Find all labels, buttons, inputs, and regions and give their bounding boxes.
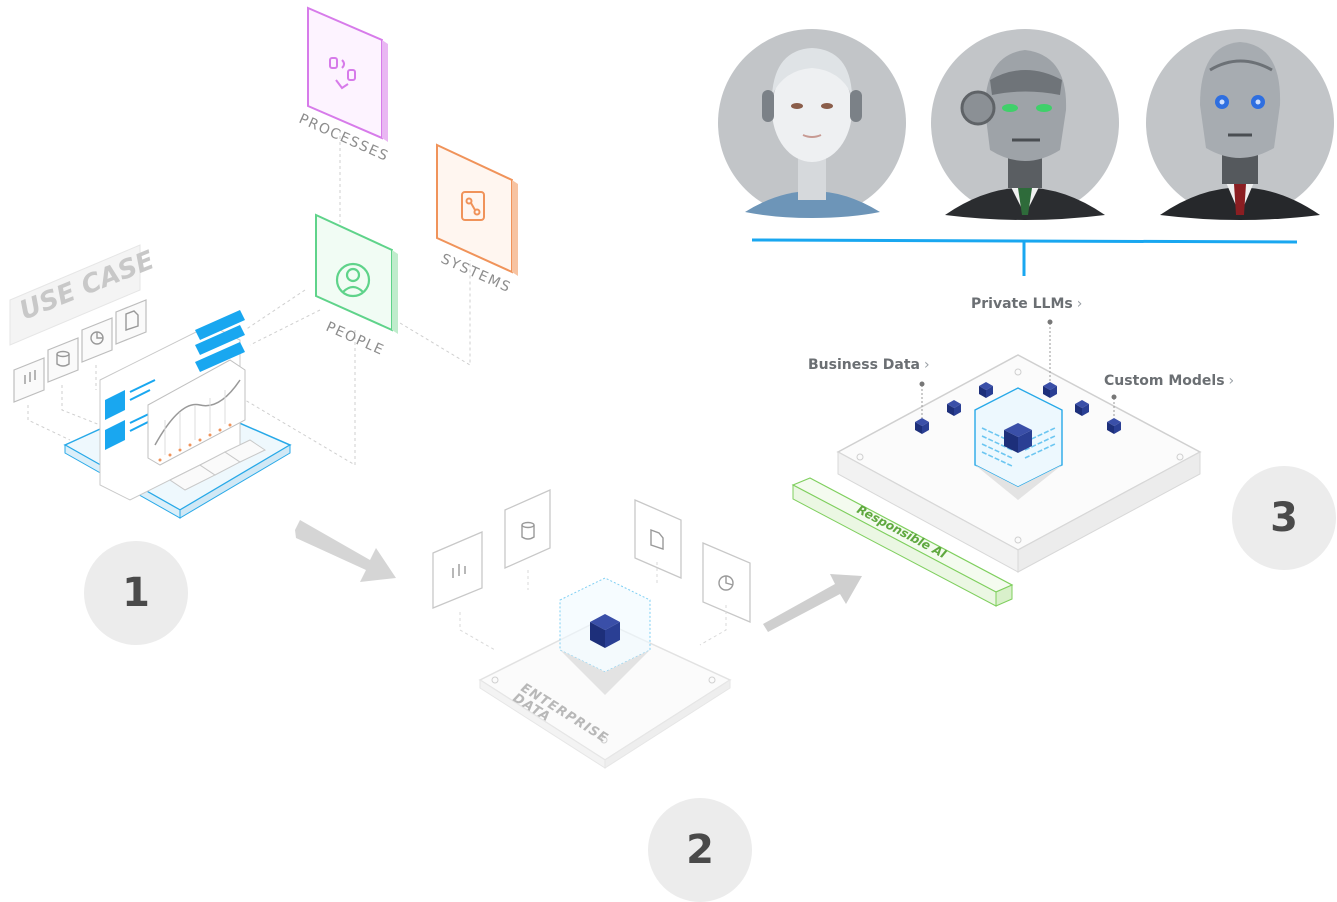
database-icon — [521, 521, 535, 540]
tile-document — [634, 499, 682, 579]
green-eyed-robot-avatar-icon — [945, 50, 1105, 220]
use-case-icon-tiles — [13, 299, 147, 403]
database-icon — [56, 350, 70, 367]
systems-pillar: SYSTEMS — [436, 143, 518, 296]
circuit-icon — [461, 191, 485, 221]
document-icon — [125, 310, 139, 331]
blue-eyed-robot-avatar-icon — [1160, 42, 1320, 220]
robot-avatar-3 — [1146, 29, 1334, 220]
step-3-badge: 3 — [1232, 466, 1336, 570]
pillar-connectors — [244, 130, 471, 466]
chart-icon — [452, 564, 466, 578]
enterprise-data-cube — [590, 614, 620, 648]
step-1-badge: 1 — [84, 541, 188, 645]
robot-avatar-2 — [931, 29, 1119, 220]
chevron-right-icon: › — [1076, 296, 1083, 312]
business-data-text: Business Data — [808, 357, 920, 373]
arrow-to-step-2 — [295, 520, 396, 582]
tile-database — [504, 488, 551, 570]
data-node-cubes — [915, 382, 1121, 434]
private-llms-text: Private LLMs — [971, 296, 1073, 312]
person-icon — [335, 262, 371, 298]
avatars-bracket — [751, 238, 1298, 276]
chart-icon — [24, 370, 36, 384]
arrow-to-step-3 — [763, 574, 862, 632]
tile-chart — [432, 531, 483, 609]
processes-pillar: PROCESSES — [296, 6, 391, 165]
enterprise-data-platform: ENTERPRISE DATA — [432, 488, 751, 769]
female-robot-avatar-icon — [745, 48, 880, 218]
ai-platform: Responsible AI — [791, 319, 1202, 607]
line-chart-card — [147, 359, 246, 466]
pie-icon — [90, 331, 104, 345]
center-core-cube — [1004, 423, 1032, 453]
people-label: PEOPLE — [323, 319, 387, 359]
robot-avatar-1 — [718, 29, 906, 218]
pie-icon — [718, 575, 734, 591]
people-pillar: PEOPLE — [315, 213, 398, 359]
step-3-number: 3 — [1270, 495, 1298, 541]
custom-models-label[interactable]: Custom Models› — [1104, 373, 1234, 389]
step-2-badge: 2 — [648, 798, 752, 902]
chevron-right-icon: › — [1228, 373, 1235, 389]
private-llms-label[interactable]: Private LLMs› — [971, 296, 1082, 312]
use-case-panel: USE CASE — [9, 244, 292, 519]
process-flow-icon — [329, 57, 356, 90]
step-2-number: 2 — [686, 827, 714, 873]
business-data-label[interactable]: Business Data› — [808, 357, 930, 373]
step-1-number: 1 — [122, 570, 150, 616]
chevron-right-icon: › — [923, 357, 930, 373]
document-icon — [650, 528, 664, 550]
custom-models-text: Custom Models — [1104, 373, 1225, 389]
